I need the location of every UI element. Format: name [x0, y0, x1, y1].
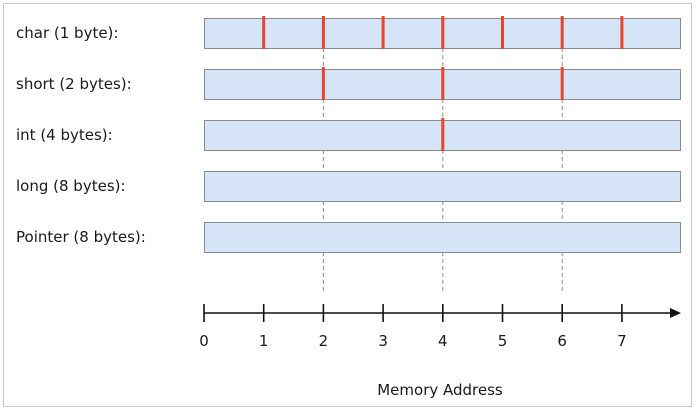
- axis-tick-label: 2: [319, 332, 329, 350]
- axis-tick-label: 0: [199, 332, 209, 350]
- row-label: char (1 byte):: [16, 24, 118, 42]
- axis-tick-label: 7: [617, 332, 627, 350]
- row-label: Pointer (8 bytes):: [16, 228, 146, 246]
- memory-bar: [204, 222, 681, 253]
- row-label: short (2 bytes):: [16, 75, 132, 93]
- axis-tick-label: 6: [557, 332, 567, 350]
- axis-tick-label: 4: [438, 332, 448, 350]
- axis-tick-label: 5: [498, 332, 508, 350]
- axis-tick-label: 3: [378, 332, 388, 350]
- axis-title: Memory Address: [377, 381, 503, 399]
- axis-tick-label: 1: [259, 332, 269, 350]
- row-label: long (8 bytes):: [16, 177, 126, 195]
- axis-arrowhead-icon: [670, 308, 681, 318]
- memory-bar: [204, 171, 681, 202]
- row-label: int (4 bytes):: [16, 126, 113, 144]
